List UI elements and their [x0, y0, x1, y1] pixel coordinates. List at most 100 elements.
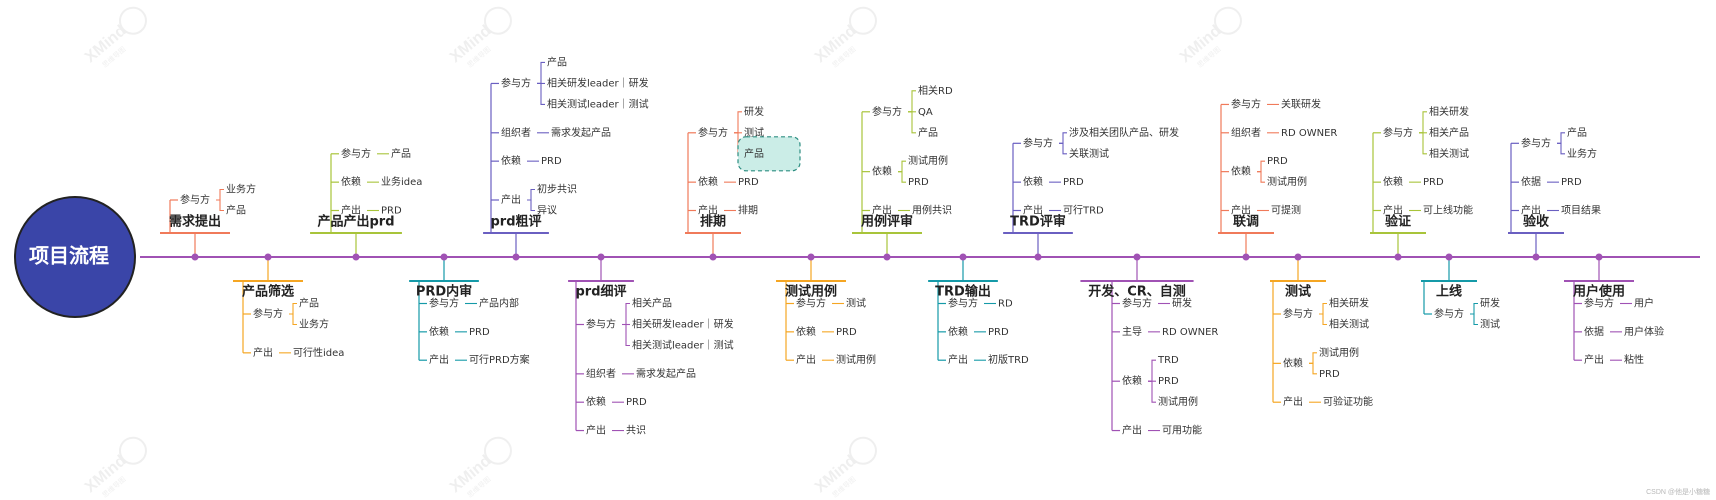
category-label: 参与方	[1383, 126, 1413, 139]
stage-label: 测试用例	[785, 284, 837, 300]
leaf-connector	[1319, 313, 1327, 326]
category-label: 依赖	[501, 154, 521, 167]
leaf-label: 产品	[299, 297, 319, 310]
credit-text: CSDN @他是小糖糖	[1646, 487, 1710, 496]
leaf-label: PRD	[1561, 177, 1582, 188]
category-label: 组织者	[1231, 126, 1261, 139]
leaf-label: 初步共识	[537, 183, 577, 196]
leaf-label: 测试用例	[1267, 175, 1307, 188]
leaf-connector	[1148, 359, 1156, 382]
stage-label: prd细评	[575, 284, 626, 300]
watermark-logo-icon	[1213, 6, 1242, 35]
category-label: 产出	[1584, 353, 1604, 366]
stage-branch	[687, 132, 695, 234]
category-label: 依赖	[1231, 165, 1251, 178]
leaf-label: 产品	[391, 147, 411, 160]
leaf-label: TRD	[1157, 355, 1179, 366]
leaf-connector	[527, 199, 535, 212]
leaf-label: 可提测	[1271, 204, 1301, 217]
leaf-connector	[1319, 302, 1327, 315]
category-label: 参与方	[1231, 97, 1261, 110]
timeline-dot	[1294, 253, 1302, 261]
timeline-dot	[1242, 253, 1250, 261]
leaf-label: PRD	[988, 327, 1009, 338]
category-label: 依赖	[429, 325, 449, 338]
leaf-label: 测试用例	[908, 154, 948, 167]
leaf-label: 可用功能	[1162, 424, 1202, 437]
nodes-layer: 项目流程需求提出参与方业务方产品产品筛选参与方产品业务方产出可行性idea产品产…	[14, 55, 1664, 437]
leaf-label: PRD	[908, 177, 929, 188]
category-label: 组织者	[586, 367, 616, 380]
timeline-dot	[352, 253, 360, 261]
timeline-dot	[597, 253, 605, 261]
category-label: 产出	[1283, 395, 1303, 408]
leaf-connector	[908, 90, 916, 113]
leaf-label: 粘性	[1624, 353, 1644, 366]
stage-label: TRD评审	[1010, 214, 1066, 230]
category-label: 产出	[698, 204, 718, 217]
timeline-dot	[883, 253, 891, 261]
watermark-logo-icon	[118, 6, 147, 35]
category-label: 产出	[253, 346, 273, 359]
stage-branch	[1272, 280, 1280, 403]
leaf-label: 项目结果	[1561, 204, 1601, 217]
leaf-connector	[1148, 380, 1156, 403]
leaf-label: 产品内部	[479, 297, 519, 310]
timeline-dot	[1445, 253, 1453, 261]
category-label: 参与方	[1521, 136, 1551, 149]
watermark-logo-icon	[118, 436, 147, 465]
timeline-dot	[807, 253, 815, 261]
leaf-label: 产品	[547, 55, 567, 68]
stage-label: 用户使用	[1572, 284, 1625, 300]
category-label: 产出	[501, 193, 521, 206]
stage-label: 需求提出	[169, 214, 221, 230]
category-label: 参与方	[253, 307, 283, 320]
leaf-label: 相关测试leader｜测试	[547, 97, 649, 110]
leaf-label: RD	[998, 299, 1013, 310]
timeline-dot	[264, 253, 272, 261]
category-label: 产出	[586, 424, 606, 437]
timeline-dot	[1394, 253, 1402, 261]
category-label: 参与方	[1283, 307, 1313, 320]
leaf-label: 产品	[918, 126, 938, 139]
leaf-label: 可行PRD方案	[469, 353, 530, 366]
leaf-label: 业务方	[226, 183, 256, 196]
leaf-connector	[1059, 132, 1067, 144]
stage-label: 测试	[1285, 284, 1311, 300]
leaf-label: 相关产品	[1429, 126, 1469, 139]
leaf-label: 测试	[1480, 318, 1500, 331]
category-label: 参与方	[796, 297, 826, 310]
leaf-connector	[898, 160, 906, 173]
stage-label: 产品产出prd	[317, 214, 394, 230]
leaf-label: 用户体验	[1624, 325, 1664, 338]
leaf-label: 研发	[1480, 297, 1500, 310]
leaf-label: PRD	[541, 156, 562, 167]
leaf-connector	[1257, 160, 1265, 173]
leaf-label: 产品	[744, 147, 764, 160]
stage-label: 排期	[700, 214, 726, 230]
leaf-connector	[289, 302, 297, 315]
leaf-label: 关联研发	[1281, 97, 1321, 110]
leaf-connector	[537, 82, 545, 105]
leaf-connector	[622, 302, 630, 326]
root-label: 项目流程	[29, 244, 109, 268]
leaf-connector	[1059, 142, 1067, 155]
stage-branch	[575, 280, 579, 431]
category-label: 参与方	[1023, 136, 1053, 149]
leaf-connector	[1557, 142, 1565, 155]
category-label: 产出	[1231, 204, 1251, 217]
leaf-label: 业务方	[299, 318, 329, 331]
leaf-label: PRD	[469, 327, 490, 338]
category-label: 依赖	[698, 175, 718, 188]
leaf-label: 相关RD	[918, 84, 953, 97]
stage-branch	[1090, 280, 1113, 431]
leaf-label: 测试用例	[1158, 395, 1198, 408]
timeline-dot	[191, 253, 199, 261]
leaf-connector	[1309, 352, 1317, 364]
category-label: 组织者	[501, 126, 531, 139]
leaf-label: PRD	[1319, 369, 1340, 380]
